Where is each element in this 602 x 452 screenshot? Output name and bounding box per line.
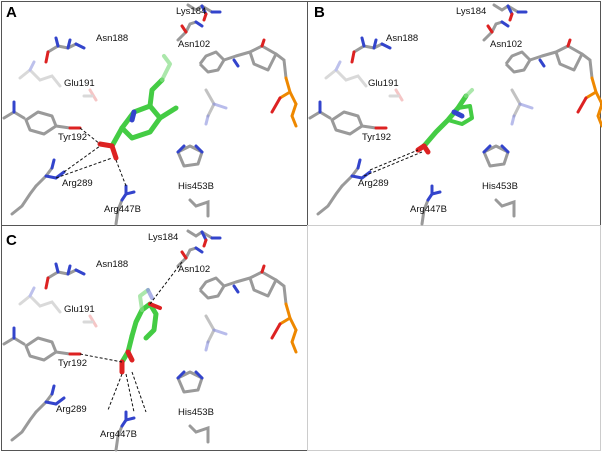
panel-b: B Lys184 Asn188 Asn102 Glu191 Tyr192 Arg… <box>308 3 602 226</box>
label-asn102: Asn102 <box>490 39 522 50</box>
panel-c-label: C <box>6 232 17 249</box>
panel-a-label: A <box>6 4 17 21</box>
label-asn188: Asn188 <box>386 33 418 44</box>
label-arg447b: Arg447B <box>410 204 447 215</box>
label-tyr192: Tyr192 <box>362 132 391 143</box>
label-lys184: Lys184 <box>148 232 178 243</box>
label-glu191: Glu191 <box>64 304 95 315</box>
label-lys184: Lys184 <box>456 6 486 17</box>
label-arg447b: Arg447B <box>104 204 141 215</box>
label-asn102: Asn102 <box>178 264 210 275</box>
panel-c: C Lys184 Asn188 Asn102 Glu191 Tyr192 Arg… <box>2 229 298 452</box>
label-tyr192: Tyr192 <box>58 358 87 369</box>
label-arg289: Arg289 <box>358 178 389 189</box>
label-his453b: His453B <box>482 181 518 192</box>
label-asn102: Asn102 <box>178 39 210 50</box>
label-arg447b: Arg447B <box>100 429 137 440</box>
ligand-a <box>97 54 179 161</box>
hbonds-b <box>363 149 423 177</box>
label-arg289: Arg289 <box>62 178 93 189</box>
hbonds-c <box>79 261 183 413</box>
label-his453b: His453B <box>178 407 214 418</box>
label-glu191: Glu191 <box>368 78 399 89</box>
label-asn188: Asn188 <box>96 33 128 44</box>
label-his453b: His453B <box>178 181 214 192</box>
ligand-b <box>415 88 474 155</box>
label-tyr192: Tyr192 <box>58 132 87 143</box>
label-asn188: Asn188 <box>96 259 128 270</box>
label-lys184: Lys184 <box>176 6 206 17</box>
hbonds-a <box>55 127 127 187</box>
panel-a: A Lys184 Asn188 Asn102 Glu191 Tyr192 Arg… <box>2 3 298 226</box>
panel-b-label: B <box>314 4 325 21</box>
empty-panel-frame <box>307 225 601 451</box>
label-arg289: Arg289 <box>56 404 87 415</box>
panel-c-frame <box>1 225 308 451</box>
label-glu191: Glu191 <box>64 78 95 89</box>
